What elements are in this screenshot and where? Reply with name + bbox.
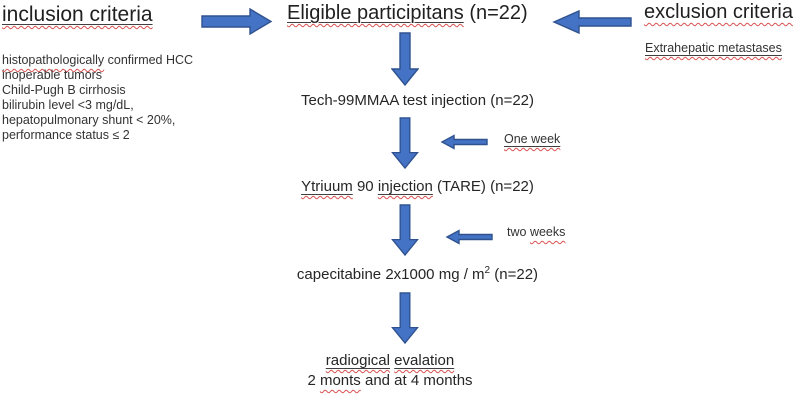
inclusion-title: inclusion criteria [2, 3, 153, 27]
interval-left-arrow-icon [445, 229, 493, 245]
exclusion-title-text: exclusion criteria [644, 1, 793, 23]
evaluation-line-1: radiogical evalation [325, 352, 455, 369]
right-block-arrow-icon [201, 8, 273, 35]
down-block-arrow-icon [391, 32, 419, 86]
node-yttrium-injection: Ytriuum 90 injection (TARE) (n=22) [301, 178, 534, 195]
superscript-2: 2 [484, 265, 491, 276]
interval-one-week: One week [504, 132, 561, 146]
node-tech-injection: Tech-99MMAA test injection (n=22) [300, 92, 535, 109]
evaluation-line-2: 2 monts and at 4 months [307, 372, 473, 389]
inclusion-criterion-3: Child-Pugh B cirrhosis [2, 83, 126, 97]
interval-left-arrow-icon [440, 134, 488, 150]
exclusion-criterion: Extrahepatic metastases [645, 41, 782, 55]
node-capecitabine: capecitabine 2x1000 mg / m2 (n=22) [296, 265, 539, 283]
left-block-arrow-icon [552, 9, 632, 35]
interval-two-weeks: two weeks [507, 225, 566, 239]
exclusion-title: exclusion criteria [644, 1, 793, 24]
inclusion-title-text: inclusion criteria [2, 3, 153, 26]
node-eligible: Eligible participitans (n=22) [287, 2, 528, 24]
down-block-arrow-icon [391, 117, 419, 169]
down-block-arrow-icon [391, 204, 419, 256]
down-block-arrow-icon [391, 292, 419, 344]
inclusion-criterion-2: inoperable tumors [2, 68, 103, 82]
inclusion-criteria-list: histopathologically confirmed HCC inoper… [2, 53, 193, 143]
inclusion-criterion-5: hepatopulmonary shunt < 20%, [2, 113, 176, 127]
inclusion-criterion-6: performance status ≤ 2 [2, 128, 130, 142]
node-radiological-evaluation: radiogical evalation 2 monts and at 4 mo… [215, 351, 565, 391]
inclusion-criterion-1: histopathologically confirmed HCC [2, 53, 194, 67]
inclusion-criterion-4: bilirubin level <3 mg/dL, [2, 98, 134, 112]
